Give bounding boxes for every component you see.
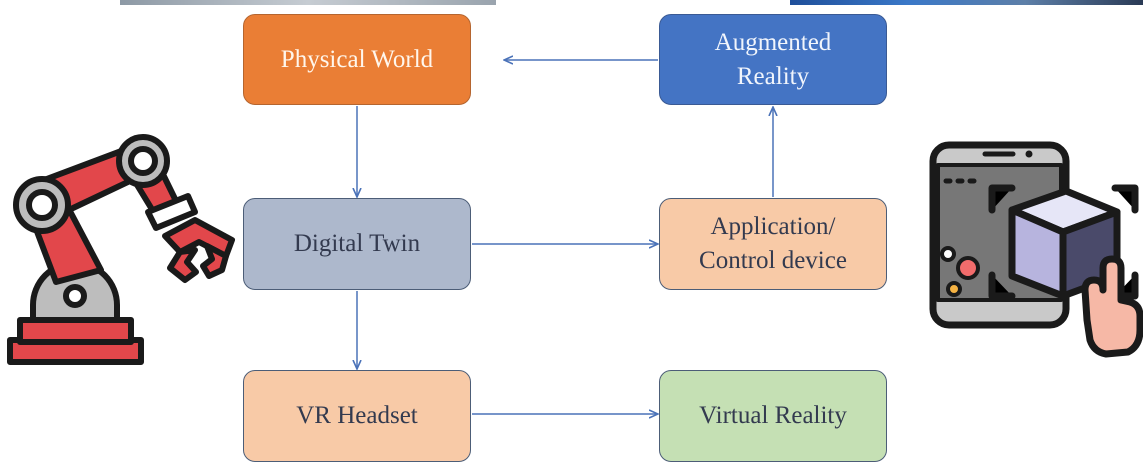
node-augmented-reality: Augmented Reality	[659, 14, 887, 105]
node-physical-world-label: Physical World	[280, 45, 434, 73]
node-digital-twin-label: Digital Twin	[293, 230, 421, 258]
node-vr-headset-label: VR Headset	[296, 402, 418, 430]
top-image-strip-left	[120, 0, 496, 5]
node-application-label: Application/ Control device	[699, 213, 847, 274]
node-virtual-reality-label: Virtual Reality	[699, 402, 847, 430]
node-augmented-reality-label: Augmented Reality	[714, 28, 832, 90]
node-application: Application/ Control device	[659, 198, 887, 290]
node-vr-headset: VR Headset	[243, 370, 471, 462]
node-physical-world: Physical World	[243, 14, 471, 105]
node-digital-twin: Digital Twin	[243, 198, 471, 290]
top-image-strip-right	[790, 0, 1143, 5]
node-virtual-reality: Virtual Reality	[659, 370, 887, 462]
